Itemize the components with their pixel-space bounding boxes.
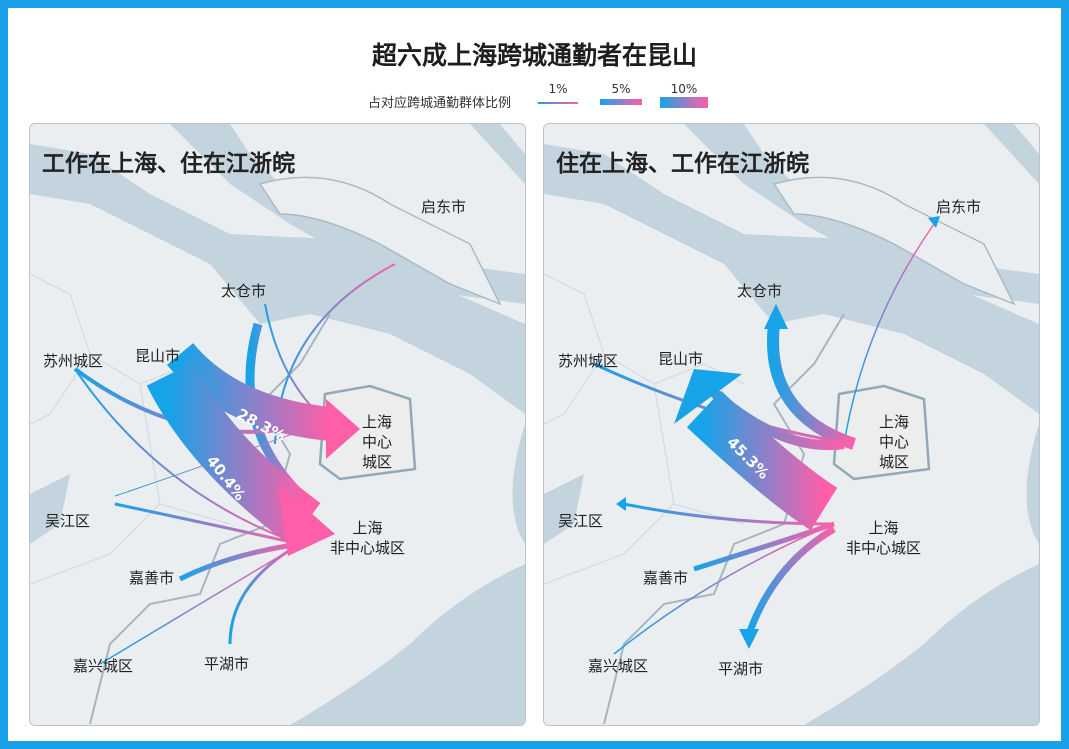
legend-item-10pct: 10% bbox=[660, 82, 708, 108]
legend-bar bbox=[660, 97, 708, 108]
map-canvas bbox=[544, 124, 1039, 725]
sea-east bbox=[512, 424, 525, 544]
border-district bbox=[30, 273, 231, 585]
shanghai-center-outline bbox=[318, 384, 417, 481]
legend-bar bbox=[538, 102, 578, 104]
sea-hangzhou-bay bbox=[804, 564, 1039, 725]
island-chongming bbox=[258, 176, 502, 306]
map-canvas bbox=[30, 124, 525, 725]
label-taicang: 太仓市 bbox=[221, 282, 267, 300]
flow-jiaxing bbox=[99, 543, 301, 665]
label-shanghai-outer: 上海 非中心城区 bbox=[320, 518, 415, 558]
label-shanghai-center: 上海 中心 城区 bbox=[357, 412, 397, 472]
label-taicang: 太仓市 bbox=[737, 282, 783, 300]
river-edge bbox=[470, 124, 525, 184]
label-line: 城区 bbox=[361, 453, 392, 471]
label-line: 非中心城区 bbox=[329, 539, 405, 557]
label-shanghai-center: 上海 中心 城区 bbox=[874, 412, 914, 472]
label-line: 中心 bbox=[361, 433, 392, 451]
label-qidong: 启东市 bbox=[421, 198, 467, 216]
flow-pinghu bbox=[228, 542, 301, 645]
legend-label: 占对应跨城通勤群体比例 bbox=[368, 96, 512, 111]
arrowhead-wujiang bbox=[616, 497, 626, 511]
label-jiaxing: 嘉兴城区 bbox=[73, 657, 134, 675]
legend-value: 10% bbox=[670, 82, 698, 96]
page-title: 超六成上海跨城通勤者在昆山 bbox=[371, 41, 697, 70]
lake-taihu bbox=[30, 474, 70, 544]
river-yangtze bbox=[30, 144, 525, 414]
legend-value: 1% bbox=[548, 82, 568, 96]
label-suzhou: 苏州城区 bbox=[558, 352, 619, 370]
label-shanghai-outer: 上海 非中心城区 bbox=[836, 518, 931, 558]
sea-east bbox=[1026, 424, 1039, 544]
arrowhead-center bbox=[326, 399, 360, 459]
label-line: 中心 bbox=[878, 433, 909, 451]
arrowhead-pinghu bbox=[739, 629, 759, 649]
legend-item-1pct: 1% bbox=[538, 82, 578, 104]
label-pinghu: 平湖市 bbox=[204, 655, 250, 673]
flow-kunshan-outer bbox=[686, 390, 838, 531]
label-pinghu: 平湖市 bbox=[718, 660, 764, 678]
flow-taicang bbox=[767, 323, 856, 450]
border-district bbox=[544, 273, 745, 585]
flow-pinghu bbox=[745, 525, 836, 636]
label-wujiang: 吴江区 bbox=[558, 512, 604, 530]
label-wujiang: 吴江区 bbox=[45, 512, 91, 530]
flow-jiaxing bbox=[613, 523, 835, 655]
flow-qidong bbox=[843, 223, 935, 445]
flow-suzhou-outer bbox=[74, 368, 301, 545]
label-line: 上海 bbox=[868, 519, 899, 537]
label-kunshan: 昆山市 bbox=[658, 350, 704, 368]
label-suzhou: 苏州城区 bbox=[43, 352, 104, 370]
legend-item-5pct: 5% bbox=[600, 82, 642, 105]
arrowhead-outer bbox=[278, 484, 335, 556]
label-line: 上海 bbox=[352, 519, 383, 537]
river-yangtze bbox=[544, 144, 1039, 414]
arrowhead-taicang bbox=[764, 304, 788, 329]
label-jiaxing: 嘉兴城区 bbox=[588, 657, 649, 675]
label-line: 非中心城区 bbox=[845, 539, 921, 557]
panel-title: 工作在上海、住在江浙皖 bbox=[42, 151, 295, 177]
sea-hangzhou-bay bbox=[290, 564, 525, 725]
label-kunshan: 昆山市 bbox=[135, 347, 181, 365]
legend-value: 5% bbox=[611, 82, 631, 96]
river-edge bbox=[984, 124, 1039, 184]
panel-title: 住在上海、工作在江浙皖 bbox=[556, 151, 809, 177]
border-shanghai bbox=[89, 313, 331, 725]
island-chongming bbox=[772, 176, 1016, 306]
label-jiashan: 嘉善市 bbox=[643, 569, 689, 587]
label-line: 城区 bbox=[878, 453, 909, 471]
arrowhead-kunshan bbox=[674, 369, 742, 424]
label-qidong: 启东市 bbox=[936, 198, 982, 216]
border-shanghai bbox=[603, 313, 845, 725]
label-jiashan: 嘉善市 bbox=[129, 569, 175, 587]
flow-jiashan bbox=[693, 521, 835, 572]
label-line: 上海 bbox=[361, 413, 392, 431]
map-panel-live-in-shanghai: 住在上海、工作在江浙皖 启东市 太仓市 苏州城区 昆山市 上海 中心 城区 上海… bbox=[543, 123, 1040, 726]
flow-jiashan bbox=[178, 541, 301, 582]
label-line: 上海 bbox=[878, 413, 909, 431]
shanghai-center-outline bbox=[832, 384, 931, 481]
lake-taihu bbox=[544, 474, 584, 544]
flow-wujiang bbox=[114, 502, 301, 546]
map-panel-work-in-shanghai: 工作在上海、住在江浙皖 启东市 太仓市 苏州城区 昆山市 上海 中心 城区 上海… bbox=[29, 123, 526, 726]
arrowhead-qidong bbox=[928, 216, 940, 228]
legend-bar bbox=[600, 99, 642, 105]
